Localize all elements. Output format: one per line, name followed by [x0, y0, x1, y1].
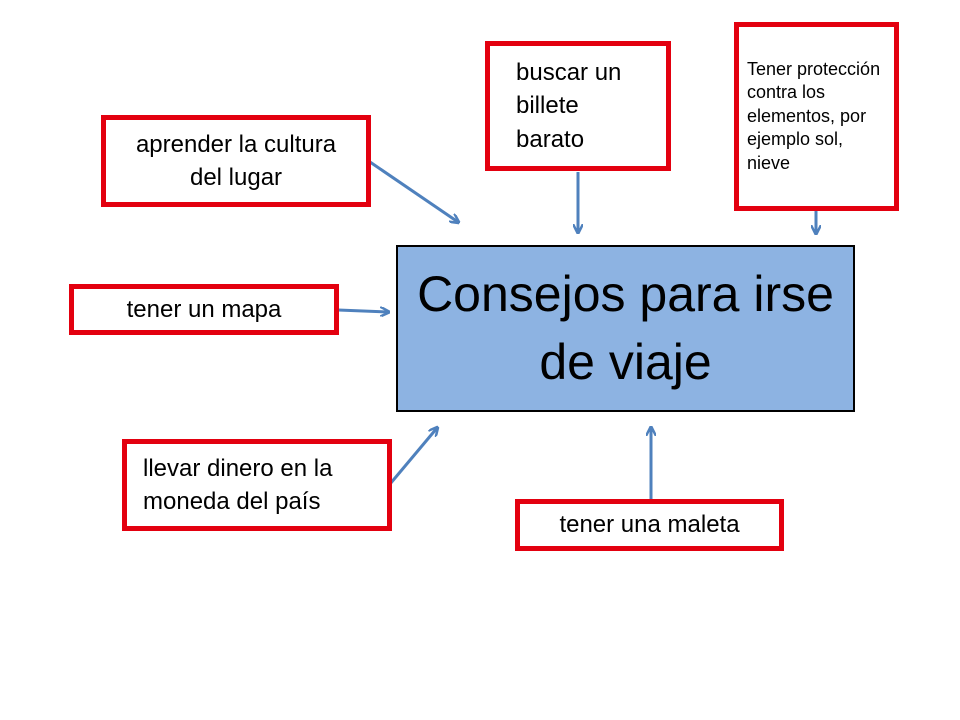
advice-box-buscar: buscar un billete barato — [485, 41, 671, 171]
advice-text-buscar: buscar un billete barato — [516, 59, 622, 153]
advice-box-mapa: tener un mapa — [69, 284, 339, 335]
advice-text-proteccion: Tener protección contra los elementos, p… — [747, 58, 881, 173]
advice-text-maleta: tener una maleta — [559, 511, 740, 539]
arrow-aprender — [369, 160, 458, 222]
advice-box-maleta: tener una maleta — [515, 499, 784, 551]
advice-box-dinero: llevar dinero en la moneda del país — [122, 439, 392, 531]
advice-text-dinero: llevar dinero en la moneda del país — [143, 454, 333, 515]
central-topic-box: Consejos para irse de viaje — [396, 245, 855, 412]
arrow-dinero — [388, 428, 437, 485]
advice-text-mapa: tener un mapa — [126, 295, 282, 323]
arrow-mapa — [337, 310, 388, 312]
central-topic-title: Consejos para irse de viaje — [417, 266, 834, 390]
advice-box-proteccion: Tener protección contra los elementos, p… — [734, 22, 899, 211]
advice-text-aprender: aprender la cultura del lugar — [135, 130, 337, 191]
advice-box-aprender: aprender la cultura del lugar — [101, 115, 371, 207]
